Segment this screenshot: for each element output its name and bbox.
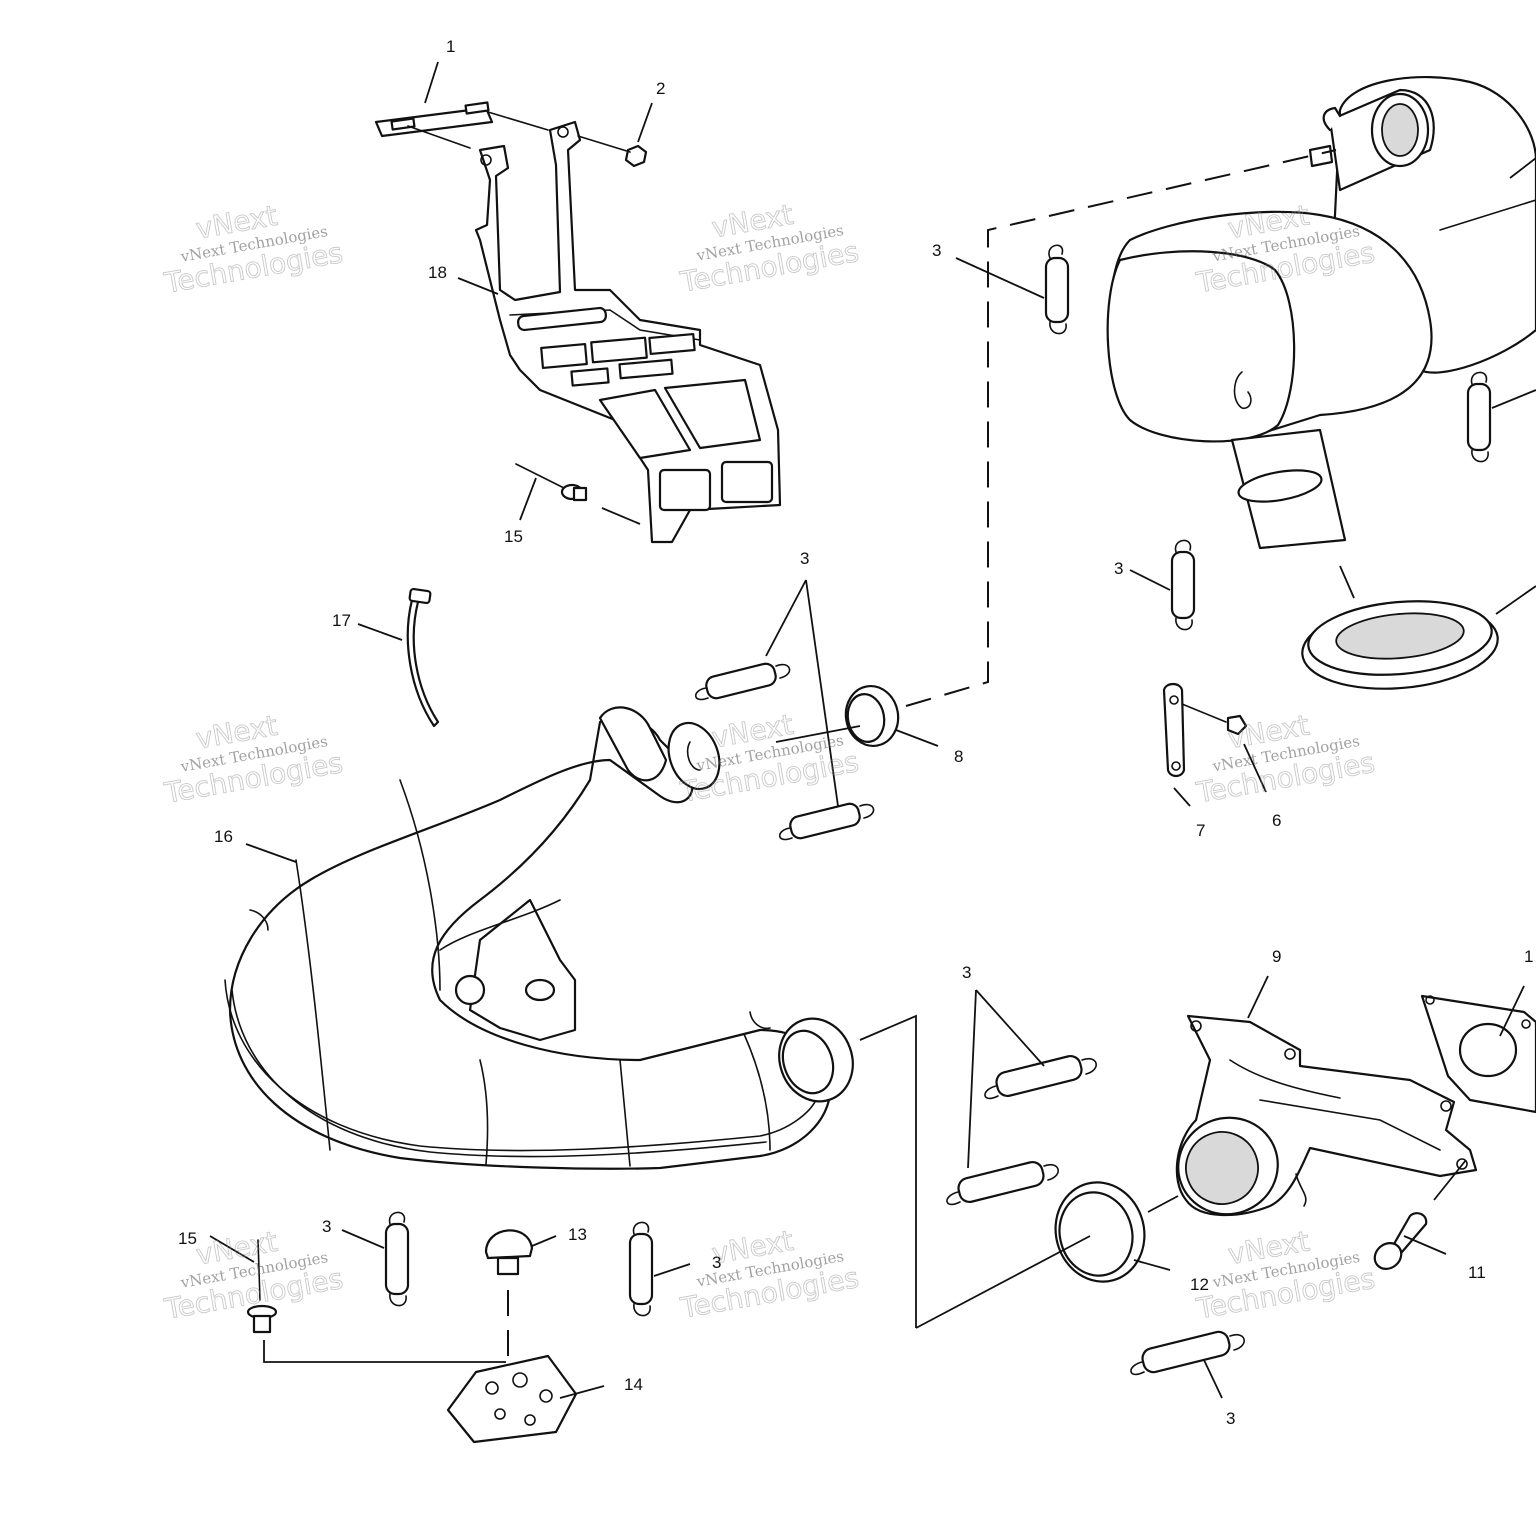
callout-15-bottom: 15	[178, 1229, 197, 1248]
part-14-plate	[446, 1354, 605, 1444]
callout-11: 11	[1468, 1263, 1486, 1282]
spring-3-right-vertical	[1466, 371, 1536, 463]
spring-3-mid-right-vertical	[1129, 539, 1196, 631]
watermark-top-right: vNext vNext Technologies Technologies	[1193, 198, 1378, 300]
spring-3-top-vertical	[955, 244, 1070, 335]
part-8-sleeve-ring	[775, 149, 1337, 747]
spring-3-bottom-right	[1130, 1330, 1245, 1399]
spring-3-bottom-mid-vertical	[628, 1221, 691, 1317]
spring-3-bottom-left-vertical	[341, 1211, 410, 1307]
callout-9: 9	[1272, 947, 1281, 966]
callout-18: 18	[428, 263, 447, 282]
callout-6: 6	[1272, 811, 1281, 830]
part-11-bolt	[1373, 1212, 1447, 1270]
spring-3-upper-left-pair	[694, 579, 875, 841]
callout-3-bottom-left: 3	[322, 1217, 331, 1236]
part-18-bracket	[407, 111, 782, 544]
spring-3-lower-mid-pair	[946, 989, 1097, 1206]
watermark-mid-right: vNext vNext Technologies Technologies	[1193, 708, 1378, 810]
part-16-expansion-chamber	[224, 706, 917, 1328]
callout-3-upper-pair: 3	[800, 549, 809, 568]
callout-14: 14	[624, 1375, 643, 1394]
callout-15-top: 15	[504, 527, 523, 546]
watermark-bottom-center: vNext vNext Technologies Technologies	[677, 1223, 862, 1325]
callout-3-bottom-mid: 3	[712, 1253, 721, 1272]
callout-7: 7	[1196, 821, 1205, 840]
watermark-mid-left: vNext vNext Technologies Technologies	[161, 708, 346, 810]
part-2-nut	[624, 102, 653, 168]
callout-10-partial: 1	[1524, 947, 1533, 966]
part-7-plate	[1162, 682, 1191, 807]
watermark-top-center: vNext vNext Technologies Technologies	[677, 197, 862, 299]
callout-16: 16	[214, 827, 233, 846]
callout-1: 1	[446, 37, 455, 56]
part-1-stud-plate	[374, 61, 494, 138]
part-6-screw	[1181, 703, 1267, 793]
callout-3-top: 3	[932, 241, 941, 260]
part-gasket-ring	[1301, 585, 1536, 690]
part-12-sleeve	[915, 1181, 1179, 1329]
callout-13: 13	[568, 1225, 587, 1244]
callout-3-mid-right: 3	[1114, 559, 1123, 578]
watermark-top-left: vNext vNext Technologies Technologies	[161, 198, 346, 300]
part-10-gasket	[1420, 985, 1536, 1201]
callout-17: 17	[332, 611, 351, 630]
callout-3-lower-pair: 3	[962, 963, 971, 982]
part-13-plug	[484, 1229, 557, 1380]
part-15-rivet-bottom	[209, 1235, 506, 1363]
callout-3-bottom-right: 3	[1226, 1409, 1235, 1428]
watermark-bottom-right: vNext vNext Technologies Technologies	[1193, 1224, 1378, 1326]
part-15-rivet-top	[515, 463, 641, 525]
callout-12: 12	[1190, 1275, 1209, 1294]
callout-labels: 1 2 18 15 3 3 3 17 8 16 7 6 3 9 1 15 3 1…	[178, 37, 1533, 1428]
callout-2: 2	[656, 79, 665, 98]
callout-8: 8	[954, 747, 963, 766]
part-9-manifold	[1175, 975, 1478, 1217]
part-muffler-assembly	[1106, 76, 1536, 599]
part-17-strap	[357, 587, 440, 728]
